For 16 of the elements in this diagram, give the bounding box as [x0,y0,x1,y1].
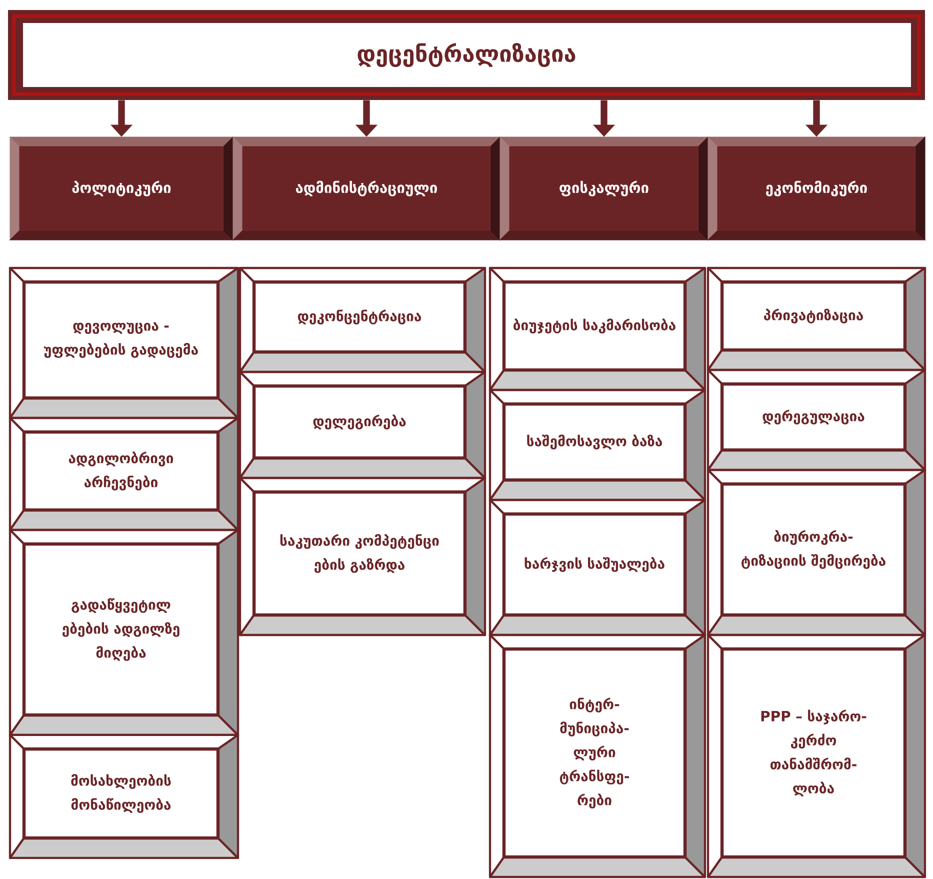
beveled-box: ადგილობრივი არჩევნები [8,416,240,532]
beveled-box: პრივატიზაცია [706,266,926,372]
beveled-box: დერეგულაცია [706,368,926,472]
beveled-box: PPP – საჯარო- კერძო თანამშრომ- ლობა [706,634,926,878]
beveled-box: დეკონცენტრაცია [238,266,486,374]
beveled-box: საშემოსავლო ბაზა [488,388,706,502]
beveled-box: ბიუროკრა- ტიზაციის შემცირება [706,468,926,636]
title-box: დეცენტრალიზაცია [8,10,925,100]
beveled-box: დელეგირება [238,370,486,480]
beveled-box: დევოლუცია - უფლებების გადაცემა [8,266,240,420]
beveled-box: ხარჯვის საშუალება [488,498,706,636]
beveled-box: მოსახლეობის მონაწილეობა [8,734,240,860]
beveled-box: ბიუჯეტის საკმარისობა [488,266,706,392]
beveled-box: გადაწყვეტილ ებების ადგილზე მიღება [8,528,240,736]
beveled-box: საკუთარი კომპეტენცი ების გაზრდა [238,476,486,636]
beveled-box: ინტერ- მუნიციპა- ლური ტრანსფე- რები [488,634,706,878]
